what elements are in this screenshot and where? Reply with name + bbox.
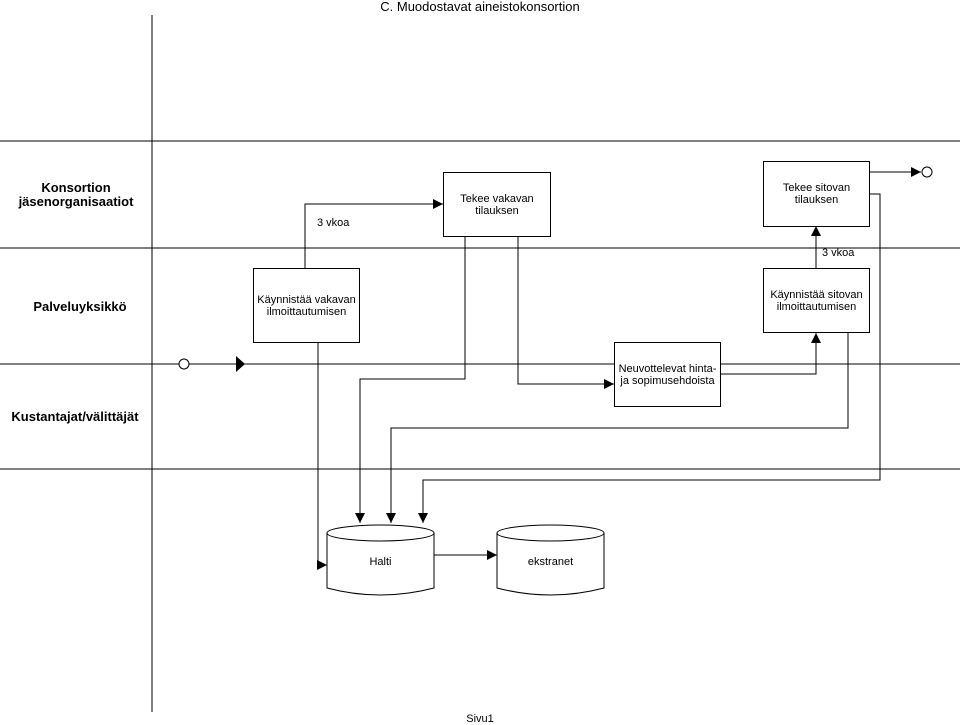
lane-konsortio: Konsortion jäsenorganisaatiot [0,181,152,209]
start-connector [178,358,190,370]
lane-konsortio-line1: Konsortion [41,180,111,195]
halti-database-icon [326,524,435,596]
flow-tilaus-to-neuvottelu [517,236,614,389]
flow-neuvottelu-to-sitova-ilmo [720,333,821,375]
flow-vakava-ilmo-to-halti [317,343,327,570]
lane-palveluyksikko: Palveluyksikkö [33,299,127,314]
flow-vakava-ilmo-to-tilaus [304,199,443,297]
box-sitova-ilmo: Käynnistää sitovan ilmoittautumisen [763,268,870,333]
ekstranet-database-icon [496,524,605,596]
page-footer: Sivu1 [466,713,494,725]
page-title: C. Muodostavat aineistokonsortion [380,0,580,14]
lane-konsortio-line2: jäsenorganisaatiot [18,194,134,209]
flow-sitova-tilaus-to-halti [418,193,881,523]
end-connector [921,166,933,178]
db-halti-label: Halti [369,556,392,568]
box-vakava-tilaus: Tekee vakavan tilauksen [443,172,551,237]
box-vakava-ilmo: Käynnistää vakavan ilmoittautumisen [253,268,360,343]
lane-kustantajat: Kustantajat/välittäjät [11,409,139,424]
start-arrowhead [236,356,245,372]
label-3vkoa-2: 3 vkoa [822,247,855,259]
flow-tilaus-to-halti [355,236,466,523]
box-sitova-tilaus: Tekee sitovan tilauksen [763,161,870,227]
box-neuvottelu: Neuvottelevat hinta- ja sopimusehdoista [614,342,721,407]
flow-sitova-ilmo-to-halti [386,333,849,523]
db-ekstranet-label: ekstranet [527,556,574,568]
label-3vkoa-1: 3 vkoa [317,217,350,229]
